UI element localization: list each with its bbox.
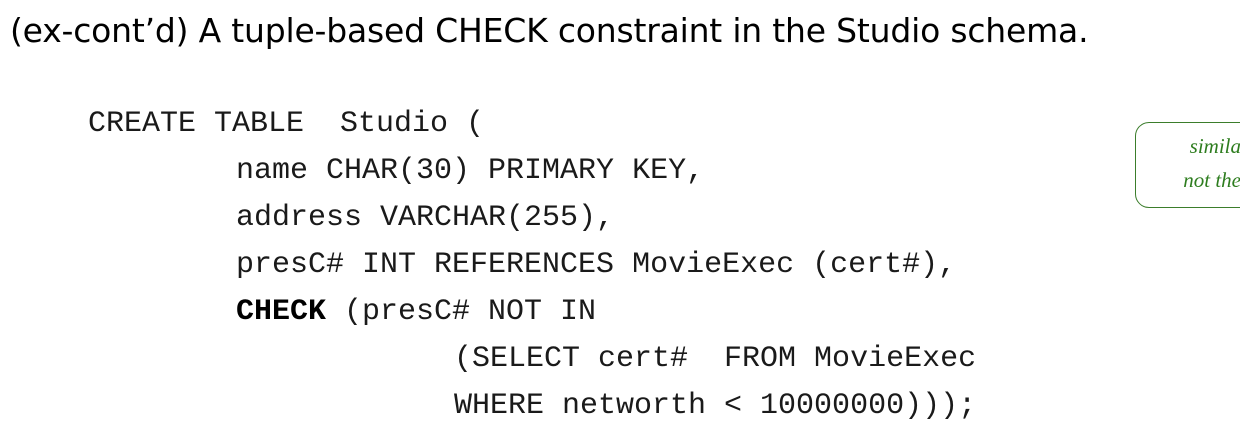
code-line-presc-column: presC# INT REFERENCES MovieExec (cert#),	[236, 248, 957, 282]
callout-note: simila not the	[1135, 122, 1240, 208]
check-keyword: CHECK	[236, 295, 327, 329]
callout-text-line-1: simila	[1189, 134, 1240, 158]
slide-title: (ex-cont’d) A tuple-based CHECK constrai…	[10, 11, 1089, 50]
check-condition: (presC# NOT IN	[326, 295, 597, 329]
callout-text-line-2: not the	[1183, 168, 1240, 192]
code-line-create-table: CREATE TABLE Studio (	[88, 107, 485, 141]
code-line-subquery-where: WHERE networth < 10000000)));	[454, 389, 977, 423]
code-line-name-column: name CHAR(30) PRIMARY KEY,	[236, 154, 705, 188]
code-line-subquery-select: (SELECT cert# FROM MovieExec	[454, 342, 977, 376]
code-line-address-column: address VARCHAR(255),	[236, 201, 615, 235]
code-line-check-constraint: CHECK (presC# NOT IN	[236, 292, 596, 332]
